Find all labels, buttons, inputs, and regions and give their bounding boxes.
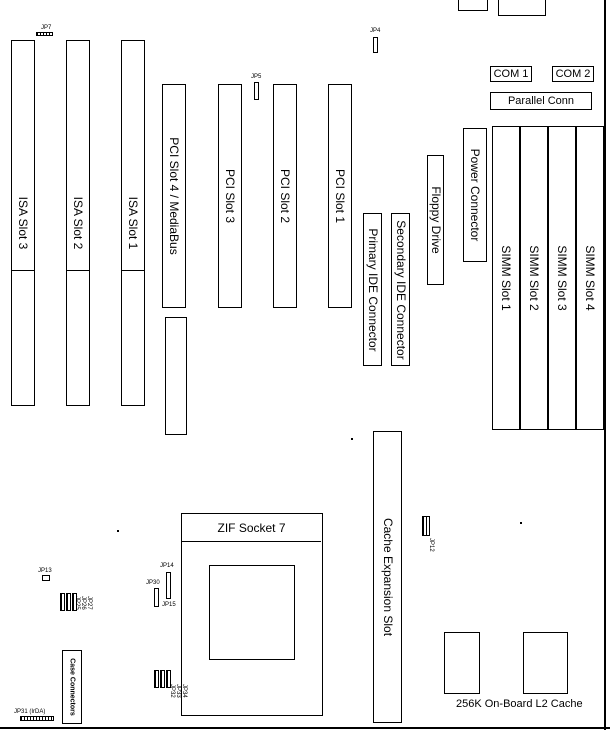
pci-slot-2-label: PCI Slot 2: [278, 168, 292, 224]
com1-connector: COM 1: [490, 66, 532, 82]
l2-cache-label: 256K On-Board L2 Cache: [456, 698, 583, 710]
secondary-ide-label: Secondary IDE Connector: [393, 219, 408, 360]
jp4-label: JP4: [370, 28, 381, 34]
rear-connector-left: [458, 0, 488, 11]
secondary-ide-connector: Secondary IDE Connector: [391, 213, 410, 366]
jp7-jumper: [36, 32, 53, 36]
isa-slot-2: ISA Slot 2: [66, 40, 90, 406]
board-edge-right: [604, 0, 606, 730]
com2-connector: COM 2: [552, 66, 594, 82]
jp30-jumper: [154, 588, 159, 607]
zif-socket-label-box: ZIF Socket 7: [182, 514, 321, 542]
isa-slot-1-divider: [121, 270, 145, 271]
cpu-die-area: [209, 565, 295, 660]
pci-slot-4: PCI Slot 4 / MediaBus: [162, 84, 186, 308]
mediabus-extension: [165, 317, 187, 435]
pci-slot-3-label: PCI Slot 3: [223, 168, 237, 224]
jp31-header: [20, 716, 54, 721]
simm-slot-2: SIMM Slot 2: [520, 126, 548, 430]
board-edge-bottom: [0, 727, 610, 729]
jp12-jumper: [422, 516, 430, 536]
zif-socket-7: ZIF Socket 7: [181, 513, 323, 716]
jp27-jumper: [72, 593, 77, 611]
case-connectors-label: Case Connectors: [68, 658, 76, 716]
jp34-label: JP34: [181, 684, 187, 698]
power-connector-label: Power Connector: [468, 148, 482, 242]
jp13-label: JP13: [38, 568, 52, 574]
pci-slot-2: PCI Slot 2: [273, 84, 297, 308]
simm-slot-1: SIMM Slot 1: [492, 126, 520, 430]
jp5-label: JP5: [251, 74, 262, 80]
floppy-drive-label: Floppy Drive: [428, 186, 443, 254]
mounting-hole: [351, 438, 353, 440]
simm-slot-2-label: SIMM Slot 2: [527, 245, 541, 311]
jp34-jumper: [166, 670, 171, 688]
mounting-hole: [117, 530, 119, 532]
l2-cache-chip-2: [523, 632, 568, 694]
isa-slot-2-label: ISA Slot 2: [71, 196, 85, 250]
parallel-label: Parallel Conn: [507, 95, 575, 107]
cache-expansion-slot: Cache Expansion Slot: [373, 431, 402, 723]
primary-ide-label: Primary IDE Connector: [365, 227, 380, 352]
jp27-label: JP27: [86, 596, 92, 610]
isa-slot-2-divider: [66, 270, 90, 271]
pci-slot-1-label: PCI Slot 1: [333, 168, 347, 224]
jp25-jumper: [60, 593, 65, 611]
isa-slot-1: ISA Slot 1: [121, 40, 145, 406]
simm-slot-4-label: SIMM Slot 4: [583, 245, 597, 311]
case-connectors: Case Connectors: [62, 650, 82, 724]
floppy-drive-connector: Floppy Drive: [427, 155, 444, 285]
isa-slot-3-label: ISA Slot 3: [16, 196, 30, 250]
pci-slot-4-label: PCI Slot 4 / MediaBus: [167, 137, 181, 255]
jp7-label: JP7: [41, 25, 52, 31]
jp4-jumper: [373, 37, 378, 53]
rear-connector-right: [498, 0, 546, 16]
jp15-label: JP15: [162, 602, 176, 608]
simm-slot-1-label: SIMM Slot 1: [499, 245, 513, 311]
com1-label: COM 1: [493, 68, 529, 80]
isa-slot-1-label: ISA Slot 1: [126, 196, 140, 250]
jp30-label: JP30: [146, 580, 160, 586]
jp5-jumper: [254, 82, 259, 100]
isa-slot-3-divider: [11, 270, 35, 271]
jp13-jumper: [42, 575, 50, 581]
power-connector: Power Connector: [463, 128, 487, 262]
com2-label: COM 2: [555, 68, 591, 80]
jp12-label: JP12: [428, 538, 434, 552]
simm-slot-4: SIMM Slot 4: [576, 126, 604, 430]
simm-slot-3-label: SIMM Slot 3: [555, 245, 569, 311]
jp26-jumper: [66, 593, 71, 611]
zif-socket-label: ZIF Socket 7: [217, 520, 286, 535]
simm-slot-3: SIMM Slot 3: [548, 126, 576, 430]
jp31-label: JP31 (IrDA): [14, 709, 46, 715]
pci-slot-3: PCI Slot 3: [218, 84, 242, 308]
l2-cache-chip-1: [444, 632, 480, 694]
mounting-hole: [520, 522, 522, 524]
jp32-jumper: [154, 670, 159, 688]
primary-ide-connector: Primary IDE Connector: [363, 213, 382, 366]
jp33-jumper: [160, 670, 165, 688]
jp14-label: JP14: [160, 563, 174, 569]
pci-slot-1: PCI Slot 1: [328, 84, 352, 308]
jp14-jumper: [166, 572, 171, 599]
cache-expansion-label: Cache Expansion Slot: [380, 517, 395, 637]
parallel-connector: Parallel Conn: [490, 92, 592, 110]
isa-slot-3: ISA Slot 3: [11, 40, 35, 406]
